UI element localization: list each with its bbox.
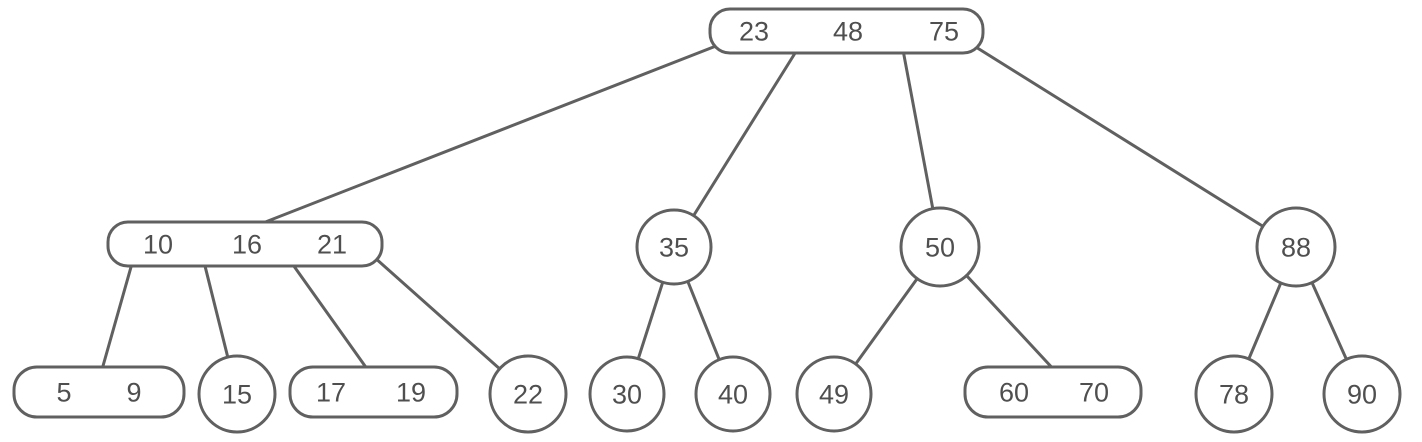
node-pill-shape — [106, 220, 384, 268]
node-key-label: 48 — [833, 16, 863, 46]
node-circle-shape — [899, 206, 981, 288]
node-key-label: 22 — [513, 379, 543, 409]
node-key-label: 78 — [1219, 379, 1249, 409]
node-key-label: 5 — [56, 377, 71, 407]
node-key-label: 23 — [739, 16, 769, 46]
tree-node-78: 78 — [1194, 354, 1274, 434]
node-circle-shape — [197, 354, 277, 434]
node-circle-shape — [1322, 354, 1402, 434]
node-circle-shape — [635, 208, 713, 286]
node-circle-shape — [1255, 206, 1337, 288]
tree-node-60-70: 60 70 — [963, 365, 1143, 419]
node-key-label: 10 — [143, 229, 173, 259]
tree-edge-10-16-21-to-5-9 — [99, 258, 135, 375]
node-pill-shape — [708, 7, 985, 55]
tree-edge-23-48-75-to-10-16-21 — [248, 44, 718, 230]
node-key-label: 21 — [317, 229, 347, 259]
tree-node-49: 49 — [795, 355, 873, 433]
node-key-label: 35 — [659, 232, 689, 262]
node-circle-shape — [588, 355, 666, 433]
tree-node-90: 90 — [1322, 354, 1402, 434]
node-pill-shape — [963, 365, 1143, 419]
tree-edge-10-16-21-to-17-19 — [289, 260, 372, 375]
tree-node-10-16-21: 10 16 21 — [106, 220, 384, 268]
node-key-label: 17 — [316, 377, 346, 407]
node-pill-shape — [12, 365, 186, 419]
node-key-label: 40 — [718, 379, 748, 409]
node-key-label: 9 — [126, 377, 141, 407]
node-key-label: 30 — [612, 379, 642, 409]
node-circle-shape — [795, 355, 873, 433]
node-key-label: 90 — [1347, 379, 1377, 409]
node-key-label: 16 — [232, 229, 262, 259]
node-key-label: 50 — [925, 232, 955, 262]
tree-node-35: 35 — [635, 208, 713, 286]
tree-node-23-48-75: 23 48 75 — [708, 7, 985, 55]
node-key-label: 19 — [396, 377, 426, 407]
tree-node-15: 15 — [197, 354, 277, 434]
tree-node-88: 88 — [1255, 206, 1337, 288]
node-circle-shape — [488, 354, 568, 434]
node-key-label: 75 — [929, 16, 959, 46]
tree-edge-23-48-75-to-35 — [672, 48, 799, 249]
tree-node-22: 22 — [488, 354, 568, 434]
tree-node-40: 40 — [694, 355, 772, 433]
node-key-label: 88 — [1281, 232, 1311, 262]
node-key-label: 49 — [819, 379, 849, 409]
node-key-label: 15 — [222, 379, 252, 409]
tree-node-30: 30 — [588, 355, 666, 433]
tree-node-50: 50 — [899, 206, 981, 288]
node-circle-shape — [1194, 354, 1274, 434]
node-key-label: 70 — [1079, 377, 1109, 407]
node-key-label: 60 — [999, 377, 1029, 407]
node-pill-shape — [288, 365, 459, 419]
node-circle-shape — [694, 355, 772, 433]
tree-edge-23-48-75-to-88 — [969, 42, 1298, 249]
